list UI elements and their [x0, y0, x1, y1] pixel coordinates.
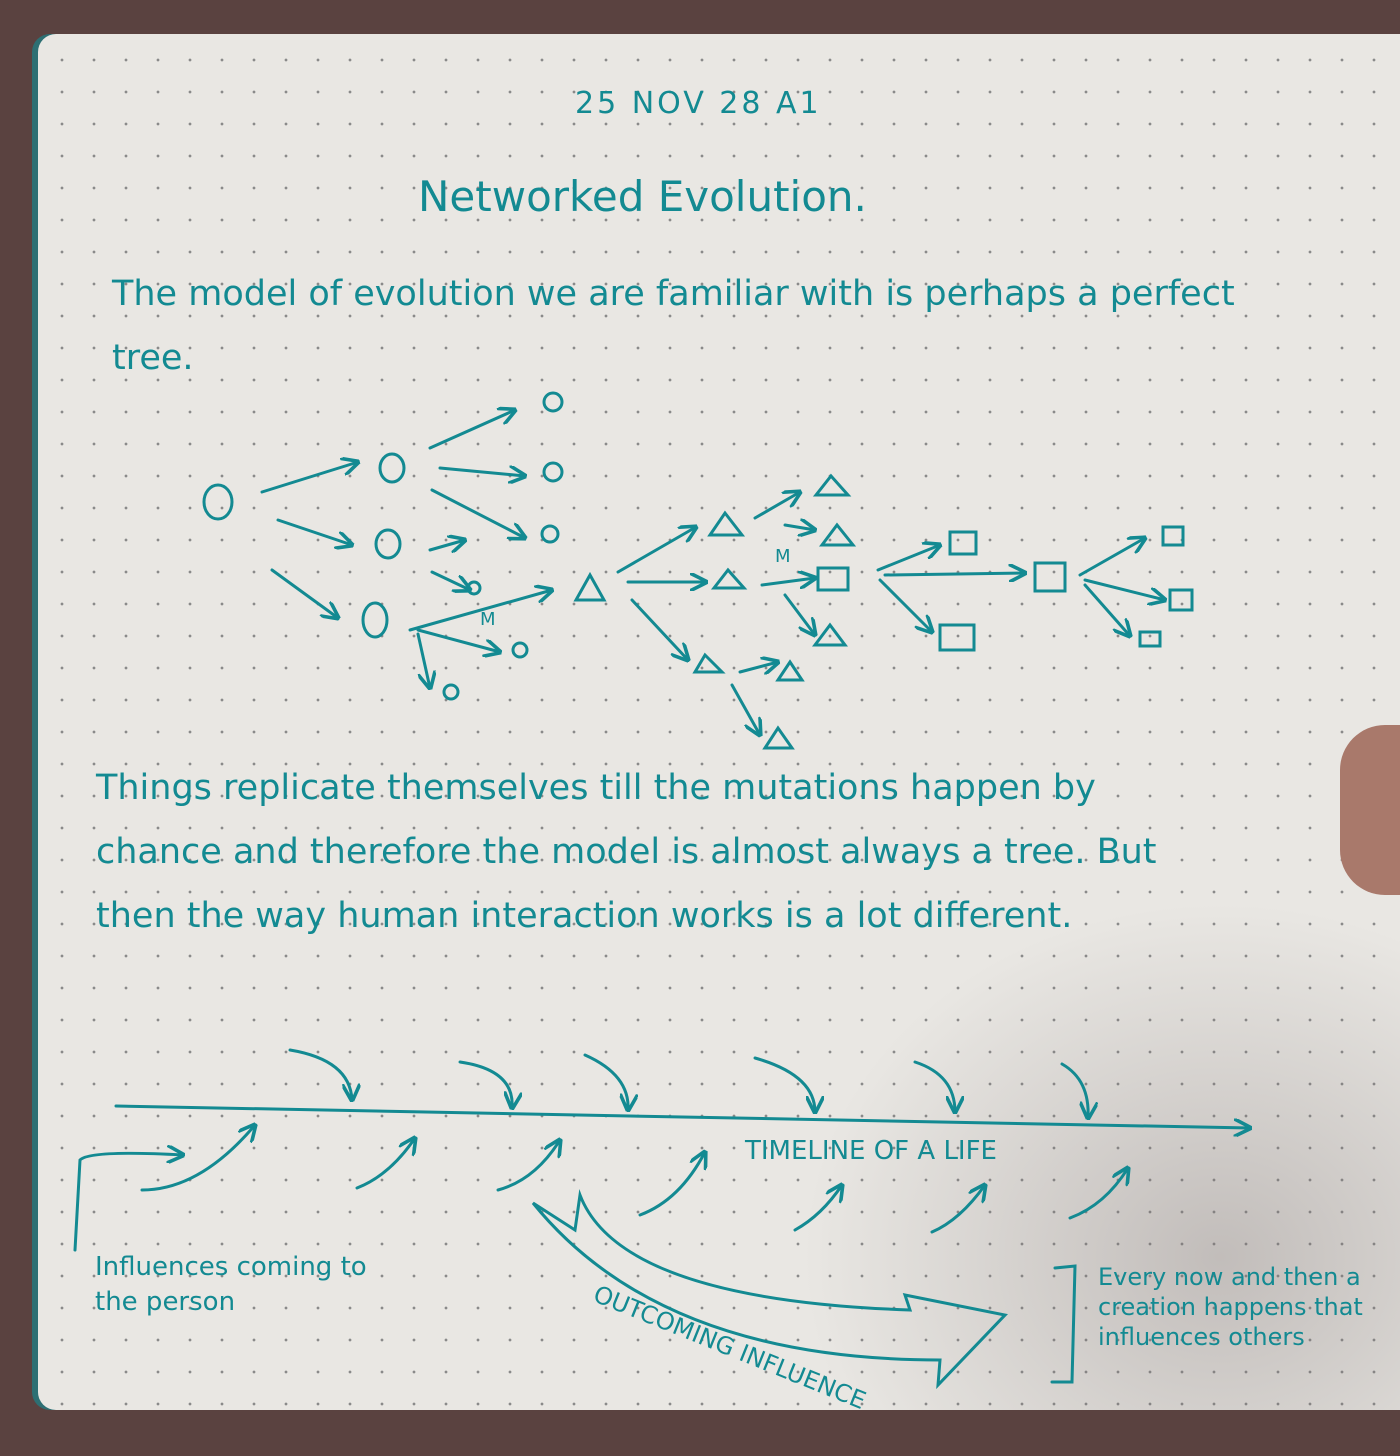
- timeline: [73, 1048, 1250, 1390]
- tree-nodes: [202, 391, 1194, 750]
- shadow: [800, 900, 1400, 1410]
- mutation-label: M: [480, 609, 496, 630]
- date: 25 NOV 28 A1: [575, 86, 822, 121]
- timeline-label: TIMELINE OF A LIFE: [745, 1136, 997, 1166]
- body-text: Things replicate themselves till the mut…: [96, 768, 1157, 936]
- tree-arrows: [260, 410, 1165, 735]
- page-title: Networked Evolution.: [418, 172, 867, 221]
- mutation-label: M: [775, 546, 791, 567]
- intro-text: The model of evolution we are familiar w…: [112, 274, 1235, 378]
- notebook-page: [38, 34, 1400, 1410]
- thumb: [1340, 725, 1400, 895]
- incoming-note: Influences coming to the person: [95, 1252, 367, 1317]
- creation-note: Every now and then a creation happens th…: [1098, 1263, 1363, 1351]
